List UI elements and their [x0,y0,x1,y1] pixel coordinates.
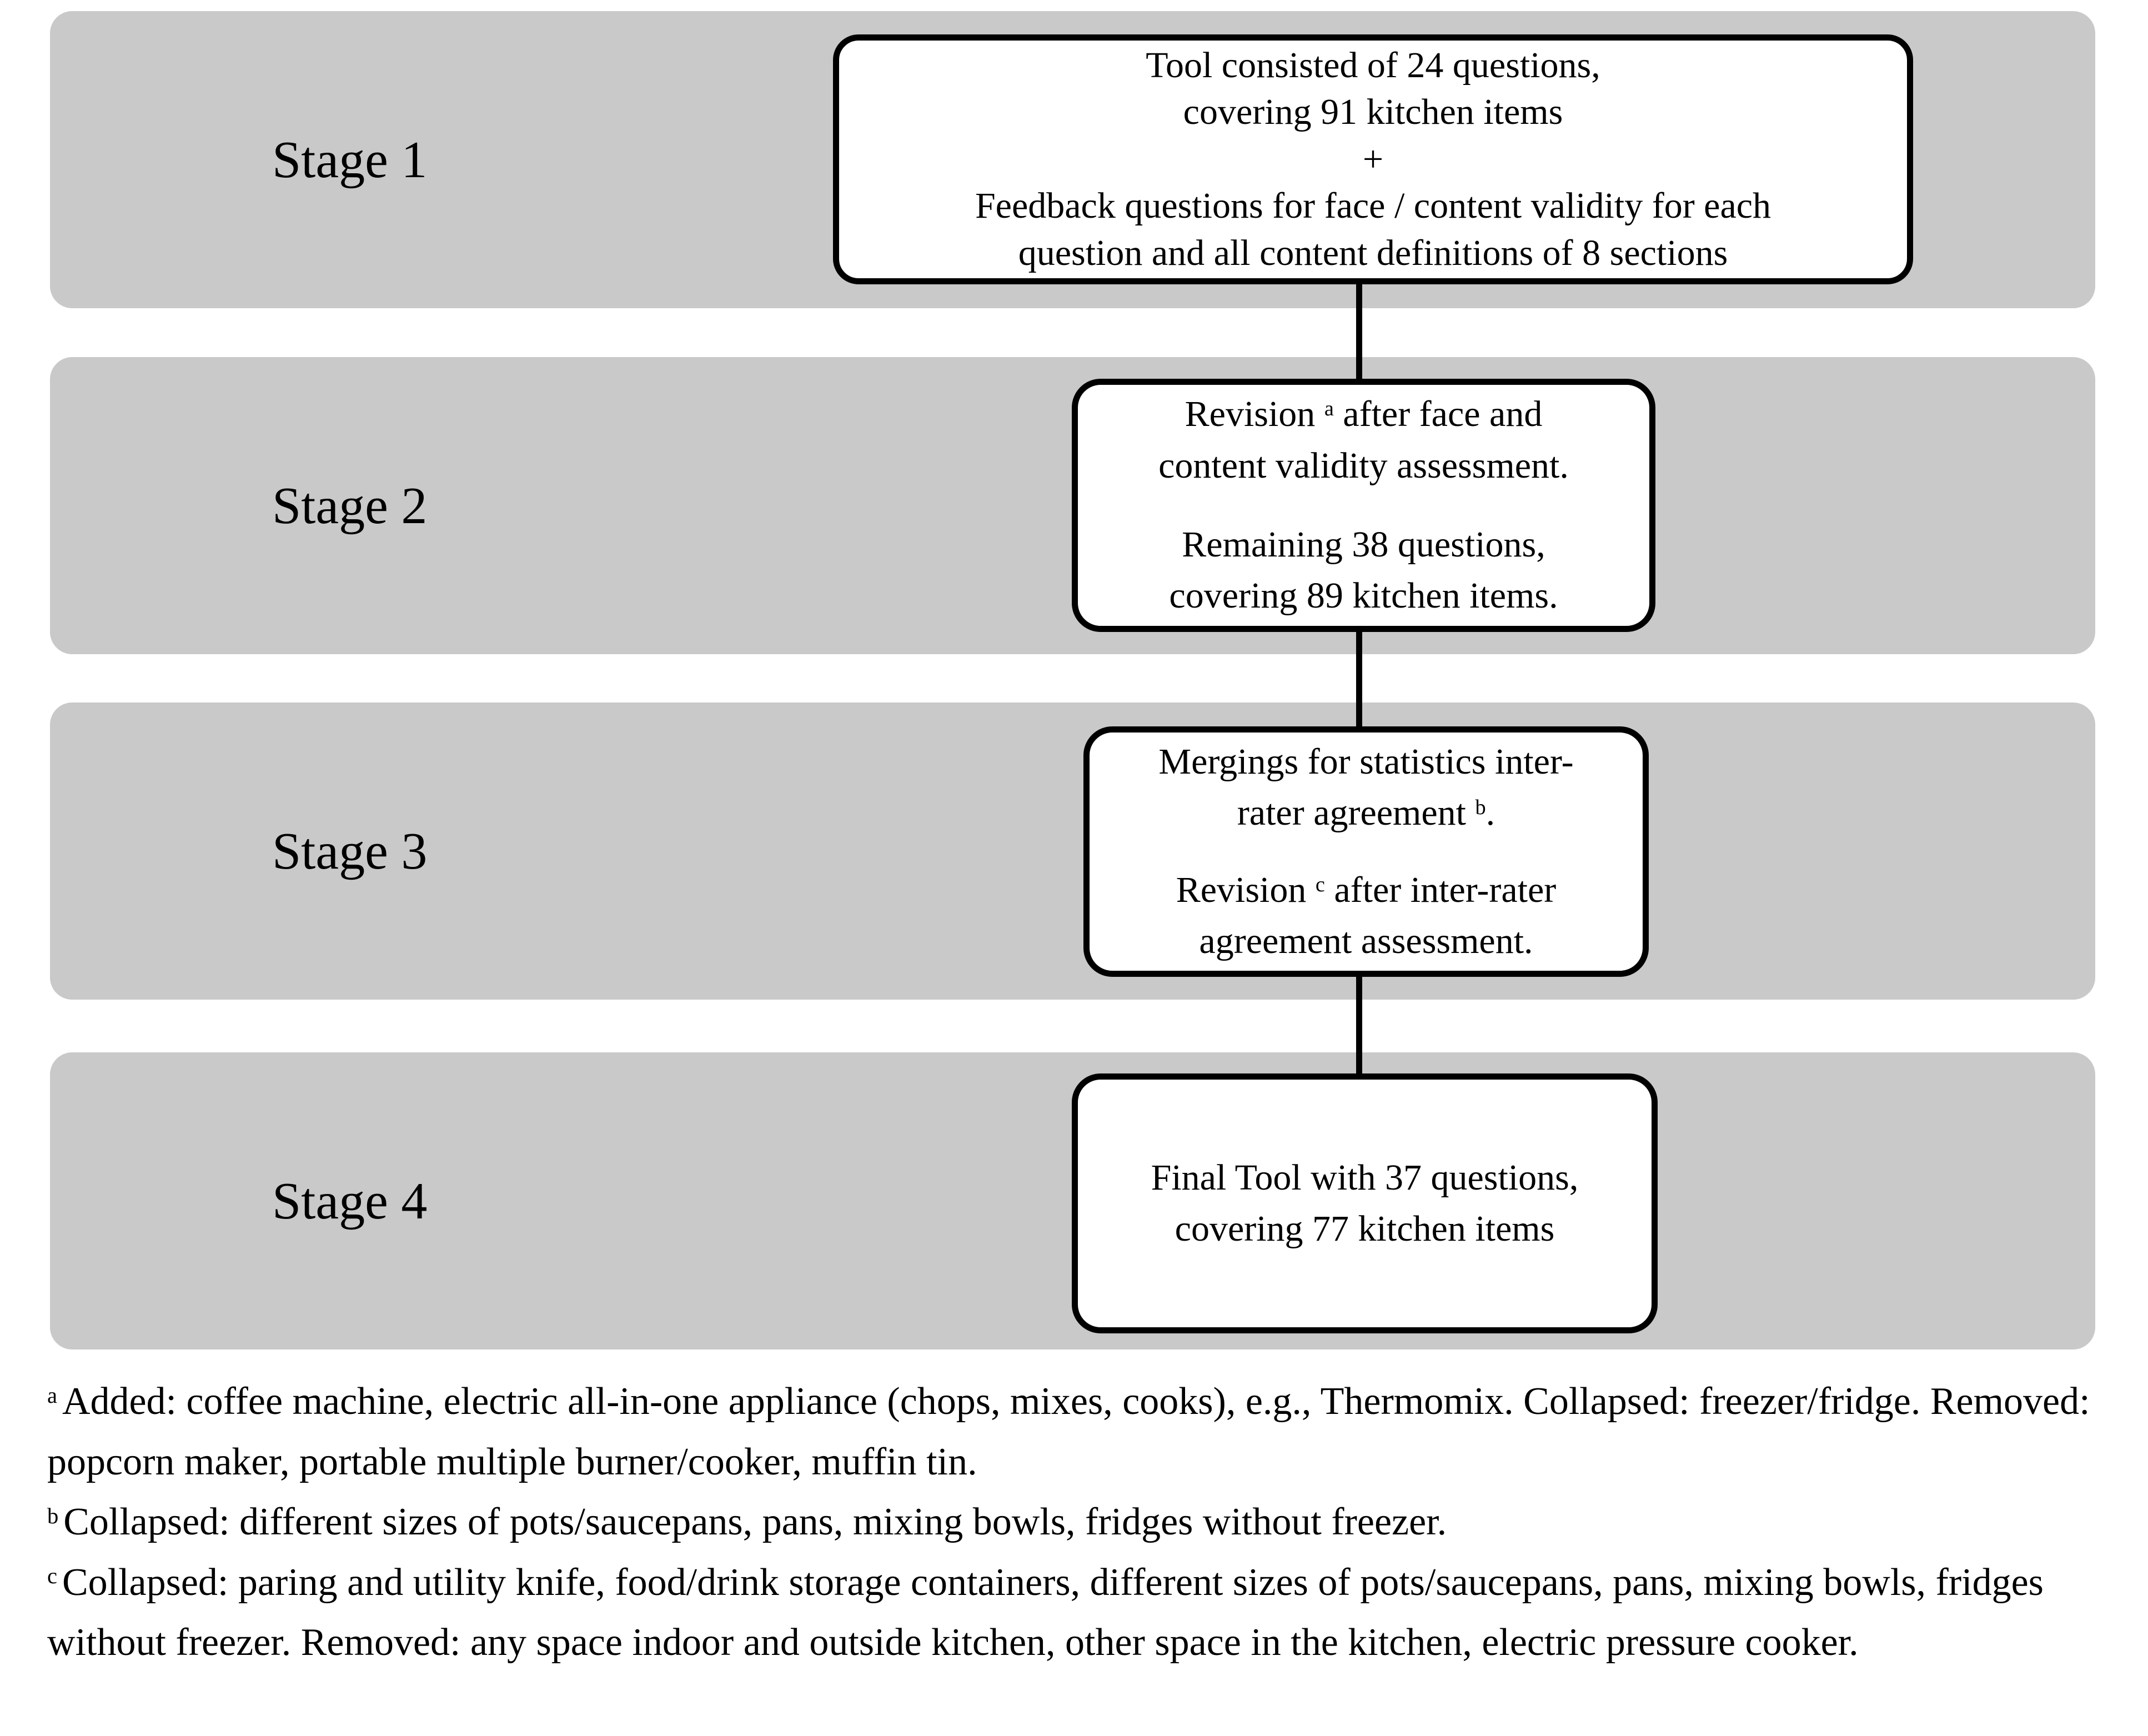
stage-3-label: Stage 3 [272,822,428,880]
text-segment: Revision [1176,869,1316,910]
text-segment: Revision [1185,394,1324,435]
stage-2-box-paragraph-1: Revision a after face and content validi… [1148,389,1579,491]
footnote-a-marker: a [47,1382,58,1408]
connector-stage1-stage2 [1356,280,1362,384]
stage-3-box-paragraph-2: Revision c after inter-rater agreement a… [1166,865,1567,967]
stage-2-label: Stage 2 [272,476,428,535]
text-segment: Mergings for statistics inter- rater agr… [1158,741,1574,834]
footnote-b-text: Collapsed: different sizes of pots/sauce… [63,1501,1447,1543]
superscript-b-marker: b [1475,795,1486,819]
text-segment: after inter-rater agreement assessment. [1199,869,1557,961]
stage-3-box: Mergings for statistics inter- rater agr… [1083,726,1649,977]
superscript-c-marker: c [1315,872,1325,896]
connector-stage2-stage3 [1356,628,1362,731]
footnote-b-marker: b [47,1503,59,1528]
footnote-c-text: Collapsed: paring and utility knife, foo… [47,1561,2044,1664]
stage-3-box-paragraph-1: Mergings for statistics inter- rater agr… [1148,736,1583,839]
text-segment: after face and content validity assessme… [1158,394,1569,486]
stage-4-label: Stage 4 [272,1172,428,1230]
stage-1-box: Tool consisted of 24 questions, covering… [833,34,1913,284]
footnote-a-text: Added: coffee machine, electric all-in-o… [47,1380,2090,1483]
footnote-c-marker: c [47,1563,58,1589]
stage-1-label: Stage 1 [272,131,428,189]
stage-4-box-text: Final Tool with 37 questions, covering 7… [1151,1157,1579,1249]
stage-4-box: Final Tool with 37 questions, covering 7… [1072,1073,1658,1333]
stage-2-box: Revision a after face and content validi… [1072,379,1655,632]
stage-1-box-text: Tool consisted of 24 questions, covering… [975,44,1771,273]
stage-3-band: Stage 3 [50,703,2095,1000]
text-segment: . [1485,792,1495,834]
stage-2-box-paragraph-2: Remaining 38 questions, covering 89 kitc… [1169,524,1558,616]
superscript-a-marker: a [1324,397,1334,421]
connector-stage3-stage4 [1356,973,1362,1078]
